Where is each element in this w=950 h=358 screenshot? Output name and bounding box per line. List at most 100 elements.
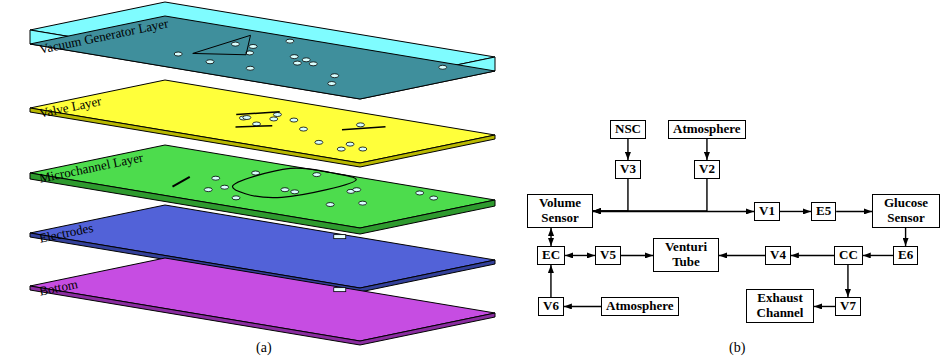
process-box: V2 — [694, 160, 720, 179]
port-hole — [212, 176, 220, 180]
box-text: V1 — [759, 204, 775, 219]
port-hole — [273, 113, 281, 117]
port-hole — [221, 185, 229, 189]
box-text: E6 — [898, 248, 913, 263]
process-box: V5 — [595, 246, 621, 265]
flow-arrow — [791, 255, 834, 256]
box-text: V2 — [699, 162, 715, 177]
port-hole — [281, 188, 289, 192]
port-hole — [353, 188, 361, 192]
process-box: Atmosphere — [601, 297, 679, 316]
panel-label: (b) — [729, 340, 745, 355]
port-hole — [430, 196, 438, 200]
port-hole — [299, 127, 307, 131]
port-hole — [313, 173, 321, 177]
port-hole — [309, 62, 317, 66]
flow-arrow — [564, 306, 601, 307]
port-hole — [337, 147, 345, 151]
port-hole — [331, 74, 339, 78]
process-box: Atmosphere — [668, 120, 746, 139]
flow-arrow — [550, 265, 551, 297]
flow-arrow — [706, 139, 707, 160]
process-box: E6 — [893, 246, 918, 265]
microchannel — [173, 177, 190, 187]
box-text: V7 — [840, 299, 856, 314]
flow-arrow — [814, 306, 835, 307]
box-text: Glucose Sensor — [877, 196, 935, 226]
port-hole — [253, 122, 261, 126]
box-text: CC — [839, 248, 858, 263]
box-text: Atmosphere — [673, 122, 741, 137]
process-box: V4 — [765, 246, 791, 265]
valve-channel — [236, 126, 273, 127]
flow-arrow — [780, 211, 811, 212]
flow-arrow — [627, 139, 628, 160]
port-hole — [246, 66, 254, 70]
port-hole — [232, 196, 240, 200]
box-text: Atmosphere — [606, 299, 674, 314]
process-box: E5 — [811, 202, 836, 221]
flow-arrow — [593, 179, 707, 211]
port-hole — [252, 171, 260, 175]
layer-features — [173, 35, 447, 291]
microchannel — [232, 168, 356, 198]
process-box: Volume Sensor — [527, 194, 593, 228]
flow-arrow — [565, 255, 595, 256]
port-hole — [359, 147, 367, 151]
port-hole — [439, 65, 447, 69]
process-box: Venturi Tube — [653, 238, 719, 272]
port-hole — [286, 39, 294, 43]
bottom-layer-side — [30, 286, 495, 345]
port-hole — [206, 60, 214, 64]
valve-channel — [236, 112, 280, 115]
box-text: NSC — [615, 122, 641, 137]
flow-arrow — [905, 228, 906, 246]
box-text: Exhaust Channel — [751, 291, 809, 321]
electrode-pad — [334, 288, 346, 292]
box-text: Venturi Tube — [658, 240, 714, 270]
port-hole — [204, 188, 212, 192]
flow-arrow — [593, 211, 754, 212]
port-hole — [174, 52, 182, 56]
electrode-pad — [334, 235, 346, 239]
panel-label: (a) — [256, 340, 272, 355]
flow-arrow — [621, 255, 653, 256]
port-hole — [326, 203, 334, 207]
flow-arrow — [836, 211, 872, 212]
box-text: Volume Sensor — [532, 196, 588, 226]
port-hole — [359, 201, 367, 205]
process-box: V3 — [615, 160, 641, 179]
port-hole — [315, 140, 323, 144]
process-box: V7 — [835, 297, 861, 316]
valve-channel — [342, 127, 386, 130]
port-hole — [290, 118, 298, 122]
box-text: V5 — [600, 248, 616, 263]
process-box: Exhaust Channel — [746, 289, 814, 323]
process-box: Glucose Sensor — [872, 194, 940, 228]
flow-arrow — [550, 228, 551, 246]
process-box: NSC — [610, 120, 646, 139]
port-hole — [290, 55, 298, 59]
box-text: V4 — [770, 248, 786, 263]
port-hole — [346, 142, 354, 146]
port-hole — [291, 190, 299, 194]
flow-arrow — [847, 265, 848, 297]
process-box: EC — [537, 246, 565, 265]
port-hole — [416, 191, 424, 195]
port-hole — [249, 44, 257, 48]
port-hole — [328, 82, 336, 86]
box-text: V3 — [620, 162, 636, 177]
box-text: EC — [542, 248, 560, 263]
port-hole — [231, 42, 239, 46]
flow-arrow — [593, 179, 628, 211]
port-hole — [293, 61, 301, 65]
port-hole — [356, 123, 364, 127]
vacuum-layer-face — [30, 16, 495, 99]
port-hole — [302, 58, 310, 62]
box-text: V6 — [543, 299, 559, 314]
process-box: CC — [834, 246, 863, 265]
process-box: V6 — [538, 297, 564, 316]
port-hole — [243, 116, 251, 120]
process-box: V1 — [754, 202, 780, 221]
